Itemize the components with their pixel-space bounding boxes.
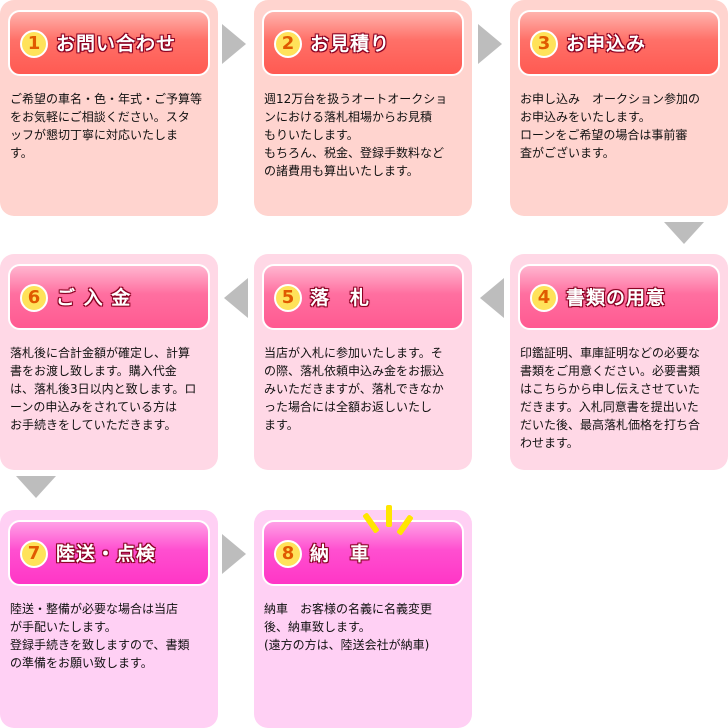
step-title-7: 陸送・点検 (56, 543, 157, 565)
arrow-right-icon (222, 24, 246, 64)
step-number-4: 4 (530, 284, 558, 312)
step-card-6: 6 ご 入 金 落札後に合計金額が確定し、計算 書をお渡し致します。購入代金 は… (0, 254, 218, 470)
step-number-2: 2 (274, 30, 302, 58)
step-header-4: 4 書類の用意 (518, 264, 720, 330)
arrow-right-icon (478, 24, 502, 64)
step-title-3: お申込み (566, 33, 647, 55)
step-card-1: 1 お問い合わせ ご希望の車名・色・年式・ご予算等 をお気軽にご相談ください。ス… (0, 0, 218, 216)
step-title-6: ご 入 金 (56, 287, 132, 309)
arrow-right-icon (222, 534, 246, 574)
step-body-8: 納車 お客様の名義に名義変更 後、納車致します。 (遠方の方は、陸送会社が納車) (264, 602, 433, 652)
step-number-7: 7 (20, 540, 48, 568)
step-body-7: 陸送・整備が必要な場合は当店 が手配いたします。 登録手続きを致しますので、書類… (10, 602, 190, 670)
step-card-3: 3 お申込み お申し込み オークション参加の お申込みをいたします。 ローンをご… (510, 0, 728, 216)
step-body-4: 印鑑証明、車庫証明などの必要な 書類をご用意ください。必要書類 はこちらから申し… (520, 346, 701, 450)
sparkle-icon (386, 505, 392, 527)
step-body-5: 当店が入札に参加いたします。そ の際、落札依頼申込み金をお振込 みいただきますが… (264, 346, 445, 432)
step-header-2: 2 お見積り (262, 10, 464, 76)
step-number-8: 8 (274, 540, 302, 568)
step-number-3: 3 (530, 30, 558, 58)
step-card-4: 4 書類の用意 印鑑証明、車庫証明などの必要な 書類をご用意ください。必要書類 … (510, 254, 728, 470)
step-header-5: 5 落 札 (262, 264, 464, 330)
step-body-2: 週12万台を扱うオートオークショ ンにおける落札相場からお見積 もりいたします。… (264, 92, 448, 178)
arrow-down-icon (16, 476, 56, 498)
step-header-7: 7 陸送・点検 (8, 520, 210, 586)
step-card-5: 5 落 札 当店が入札に参加いたします。そ の際、落札依頼申込み金をお振込 みい… (254, 254, 472, 470)
step-card-2: 2 お見積り 週12万台を扱うオートオークショ ンにおける落札相場からお見積 も… (254, 0, 472, 216)
step-title-4: 書類の用意 (566, 287, 667, 309)
step-card-8: 8 納 車 納車 お客様の名義に名義変更 後、納車致します。 (遠方の方は、陸送… (254, 510, 472, 728)
step-body-1: ご希望の車名・色・年式・ご予算等 をお気軽にご相談ください。スタ ッフが懇切丁寧… (10, 92, 203, 160)
step-number-1: 1 (20, 30, 48, 58)
arrow-down-icon (664, 222, 704, 244)
step-body-6: 落札後に合計金額が確定し、計算 書をお渡し致します。購入代金 は、落札後3日以内… (10, 346, 197, 432)
step-title-5: 落 札 (310, 287, 371, 309)
arrow-left-icon (480, 278, 504, 318)
arrow-left-icon (224, 278, 248, 318)
step-body-3: お申し込み オークション参加の お申込みをいたします。 ローンをご希望の場合は事… (520, 92, 701, 160)
step-title-1: お問い合わせ (56, 33, 177, 55)
step-number-5: 5 (274, 284, 302, 312)
step-header-6: 6 ご 入 金 (8, 264, 210, 330)
step-title-2: お見積り (310, 33, 391, 55)
step-card-7: 7 陸送・点検 陸送・整備が必要な場合は当店 が手配いたします。 登録手続きを致… (0, 510, 218, 728)
step-header-1: 1 お問い合わせ (8, 10, 210, 76)
step-number-6: 6 (20, 284, 48, 312)
step-header-8: 8 納 車 (262, 520, 464, 586)
step-title-8: 納 車 (310, 543, 371, 565)
step-header-3: 3 お申込み (518, 10, 720, 76)
